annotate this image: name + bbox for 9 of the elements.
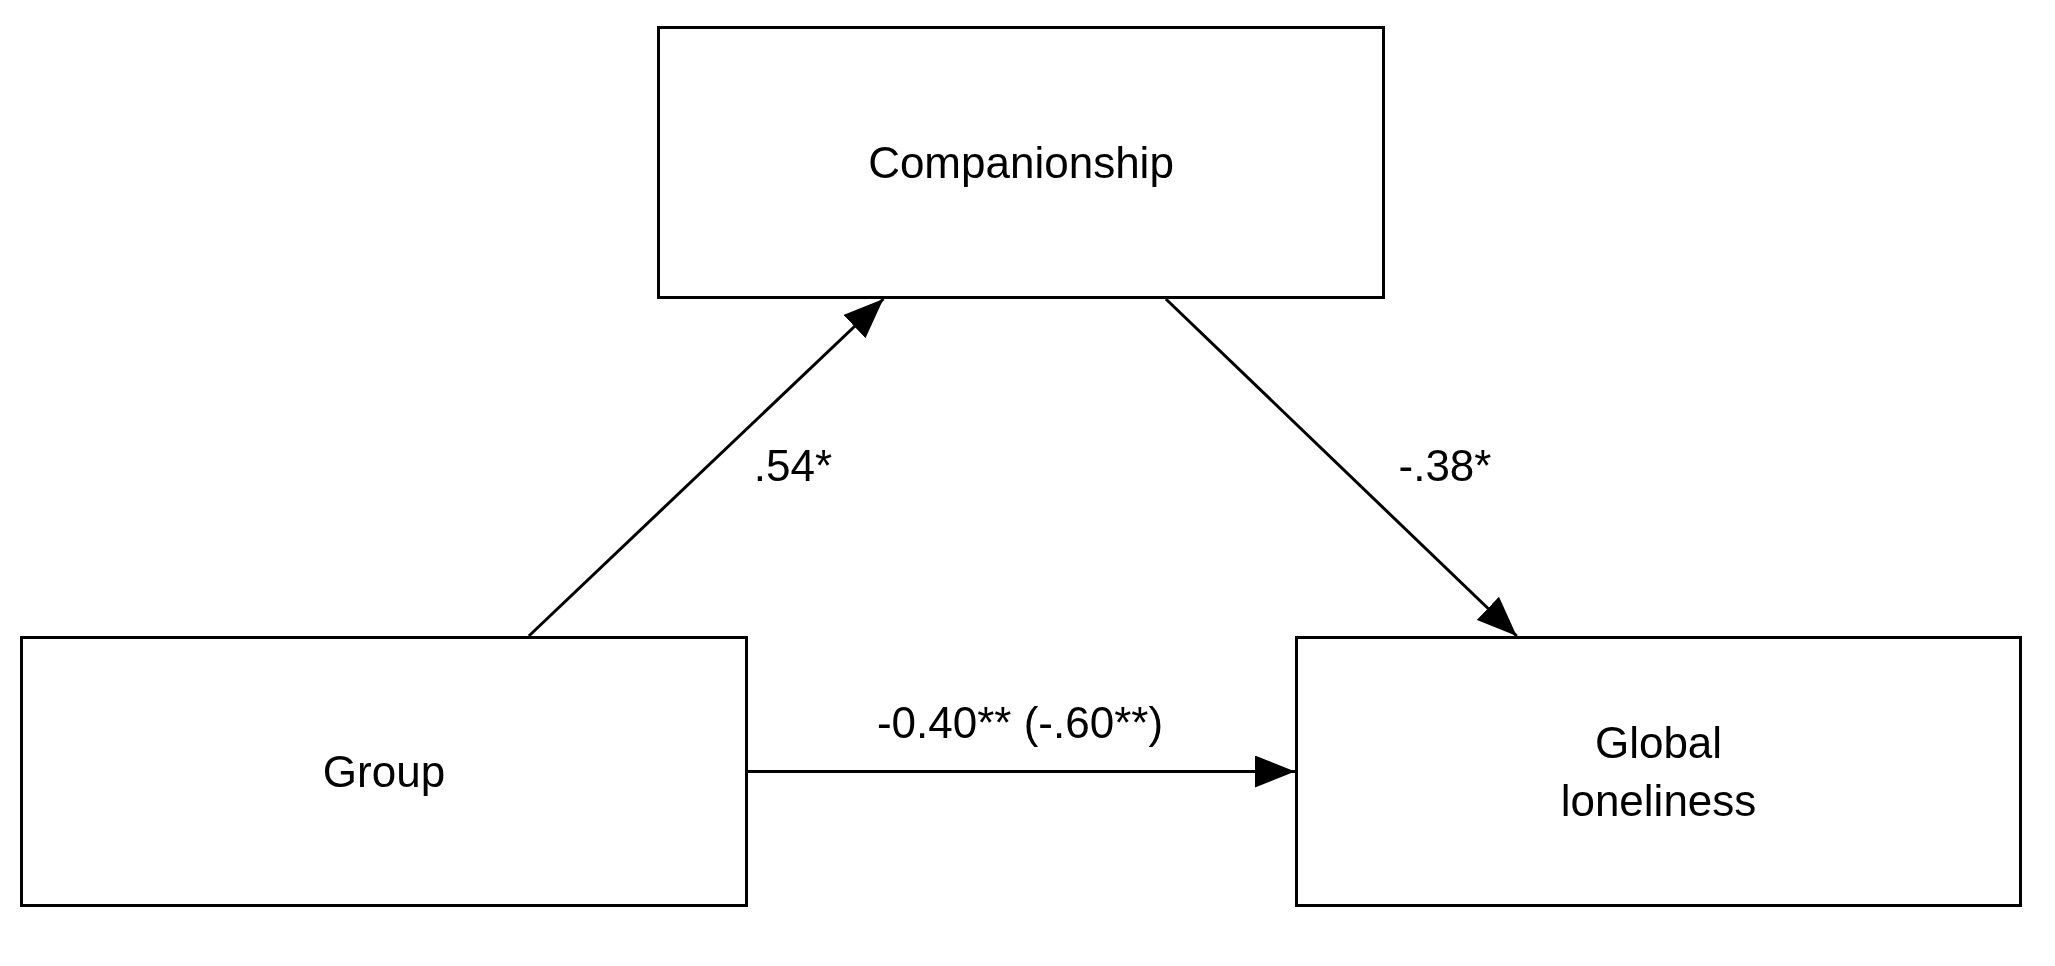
variable-box — [1295, 636, 2022, 907]
arrow — [748, 755, 1295, 788]
variable-box — [657, 26, 1385, 299]
variable-box — [20, 636, 748, 907]
box-label: Global loneliness — [1559, 717, 1758, 827]
box-label: Companionship — [868, 136, 1174, 189]
box-label: Group — [322, 745, 446, 798]
arrow — [527, 297, 885, 638]
arrow — [1164, 297, 1518, 638]
